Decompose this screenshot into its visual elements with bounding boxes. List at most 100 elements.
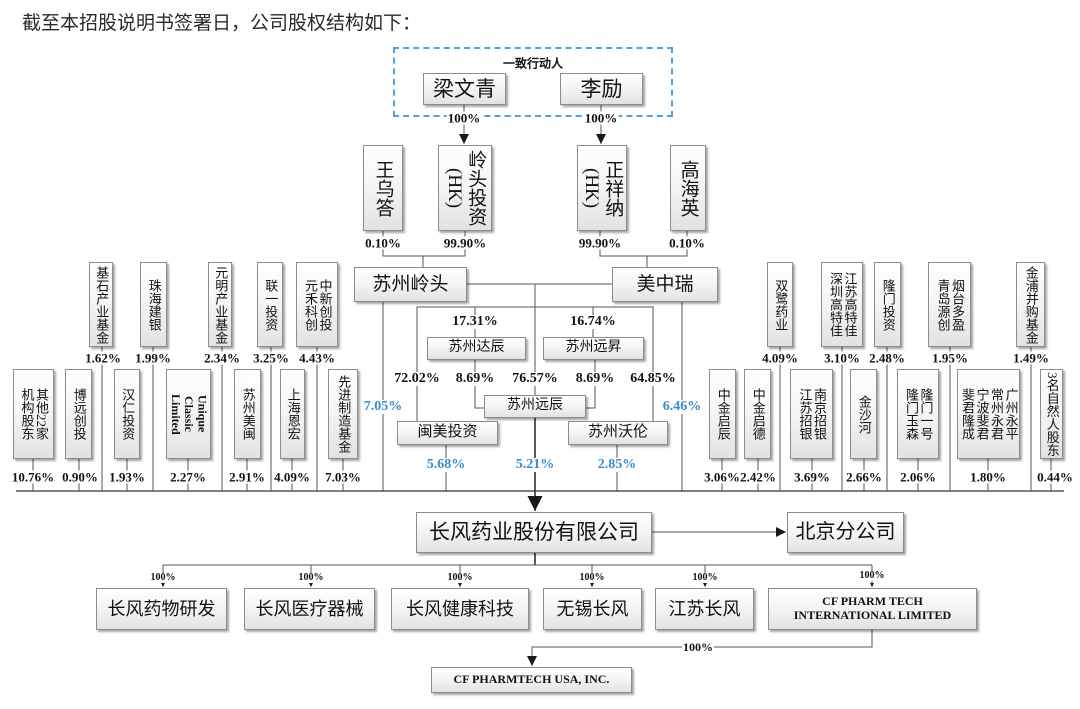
percent-label: 7.05% [362, 399, 404, 414]
box-label: 江苏长风 [668, 598, 741, 619]
shareholder-box: 3名自然人股东 [1040, 369, 1063, 459]
platform-box-dachen: 苏州达辰 [427, 337, 526, 360]
platform-box-yuanchen: 苏州远辰 [484, 395, 586, 418]
box-label: 3名自然人股东 [1044, 371, 1060, 457]
box-label: 博远创投 [71, 388, 87, 440]
shareholder-box: 江苏高特佳 深圳高特佳 [821, 262, 863, 347]
box-label: 双鹭药业 [773, 278, 789, 331]
subsidiary-box: 长风药物研发 [96, 588, 227, 630]
box-label: 苏州美闽 [240, 388, 256, 440]
percent-label: 1.80% [969, 469, 1007, 485]
box-label: 长风健康科技 [406, 598, 514, 619]
subsidiary-box: 长风医疗器械 [244, 588, 375, 630]
percent-label: 2.48% [868, 350, 906, 366]
concert-party-label: 一致行动人 [502, 56, 564, 71]
percent-label: 100% [578, 572, 606, 583]
percent-label: 2.06% [899, 469, 937, 485]
percent-label: 1.62% [84, 350, 122, 366]
percent-label: 0.10% [364, 235, 402, 251]
shareholder-box: 珠海建银 [140, 262, 167, 347]
box-label: 江苏高特佳 深圳高特佳 [828, 272, 858, 337]
percent-label: 16.74% [569, 314, 617, 329]
percent-label: 17.31% [451, 314, 499, 329]
percent-label: 10.76% [10, 469, 56, 485]
percent-label: 100% [583, 110, 619, 126]
shareholder-box: 中金启辰 [709, 369, 736, 459]
shareholder-box-meizhongrui: 美中瑞 [612, 267, 718, 302]
branch-office-box: 北京分公司 [787, 512, 904, 553]
shareholder-box: 中新创投 元禾科创 [296, 262, 338, 347]
percent-label: 2.66% [845, 469, 883, 485]
box-label: 联一投资 [263, 278, 279, 331]
box-label: 高海英 [677, 159, 699, 217]
shareholder-box: 元明产业基金 [208, 262, 232, 347]
percent-label: 100% [682, 640, 714, 654]
shareholder-box: 隆门投资 [874, 262, 901, 347]
box-label: 美中瑞 [636, 273, 694, 295]
connector-line [416, 306, 654, 421]
percent-label: 3.69% [793, 469, 831, 485]
percent-label: 64.85% [629, 371, 677, 386]
shareholder-box: 基石产业基金 [89, 262, 113, 347]
percent-label: 2.27% [169, 469, 207, 485]
percent-label: 100% [446, 572, 474, 583]
box-label: 基石产业基金 [94, 265, 110, 344]
shareholder-box-suzhou-lingtou: 苏州岭头 [354, 267, 467, 302]
subsidiary-box: 长风健康科技 [391, 588, 529, 630]
box-label: 先进制造基金 [336, 375, 352, 453]
box-label: 隆门投资 [880, 278, 896, 331]
box-label: 烟台多盈 青岛源创 [935, 278, 966, 331]
box-label: 长风药物研发 [107, 598, 216, 619]
shareholder-box: 烟台多盈 青岛源创 [928, 262, 971, 347]
box-label: 苏州远昇 [565, 340, 622, 356]
percent-label: 1.49% [1012, 350, 1050, 366]
percent-label: 99.90% [442, 235, 488, 251]
shareholder-box: 岭头投资 (HK) [438, 145, 492, 231]
box-label: 元明产业基金 [213, 265, 229, 344]
company-name: 长风药业股份有限公司 [429, 520, 639, 545]
subsidiary-box: 无锡长风 [543, 588, 642, 630]
box-label: 珠海建银 [146, 278, 162, 331]
box-label: 其他22家 机构股东 [19, 388, 50, 440]
percent-label: 3.10% [823, 350, 861, 366]
box-label: 中金启德 [750, 388, 766, 440]
shareholder-box: 王乌答 [363, 145, 403, 231]
box-label: CF PHARMTECH USA, INC. [453, 672, 610, 687]
percent-label: 1.99% [134, 350, 172, 366]
percent-label: 8.69% [574, 371, 616, 386]
box-label: 金沙河 [856, 394, 872, 434]
shareholder-box-li-li: 李励 [560, 73, 643, 105]
shareholder-box: 博远创投 [65, 369, 92, 459]
percent-label: 2.34% [203, 350, 241, 366]
box-label: 长风医疗器械 [255, 598, 364, 619]
percent-label: 7.03% [324, 469, 362, 485]
percent-label: 0.10% [668, 235, 706, 251]
box-label: 梁文青 [433, 76, 496, 101]
percent-label: 72.02% [393, 371, 441, 386]
percent-label: 100% [446, 110, 482, 126]
box-label: 汉仁投资 [120, 388, 136, 440]
shareholder-box: 金沙河 [850, 369, 877, 459]
shareholder-box: 正祥纳 (HK) [577, 145, 627, 231]
percent-label: 0.90% [61, 469, 99, 485]
company-box: 长风药业股份有限公司 [416, 512, 652, 553]
percent-label: 3.06% [703, 469, 741, 485]
box-label: 苏州达辰 [448, 340, 505, 356]
percent-label: 100% [149, 572, 177, 583]
platform-box-wolun: 苏州沃伦 [568, 421, 668, 445]
percent-label: 100% [297, 572, 325, 583]
percent-label: 0.44% [1036, 469, 1074, 485]
box-label: 无锡长风 [556, 598, 629, 619]
box-label: 金浦并购基金 [1023, 265, 1039, 344]
box-label: 正祥纳 (HK) [581, 159, 624, 217]
branch-name: 北京分公司 [795, 521, 896, 543]
box-label: 隆门一号 隆门玉森 [904, 388, 934, 440]
shareholder-box: 高海英 [670, 145, 706, 231]
box-label: 李励 [580, 76, 623, 101]
percent-label: 2.85% [596, 457, 638, 472]
box-label: 苏州远辰 [507, 398, 563, 414]
percent-label: 100% [691, 572, 719, 583]
percent-label: 99.90% [577, 235, 623, 251]
percent-label: 2.91% [228, 469, 266, 485]
